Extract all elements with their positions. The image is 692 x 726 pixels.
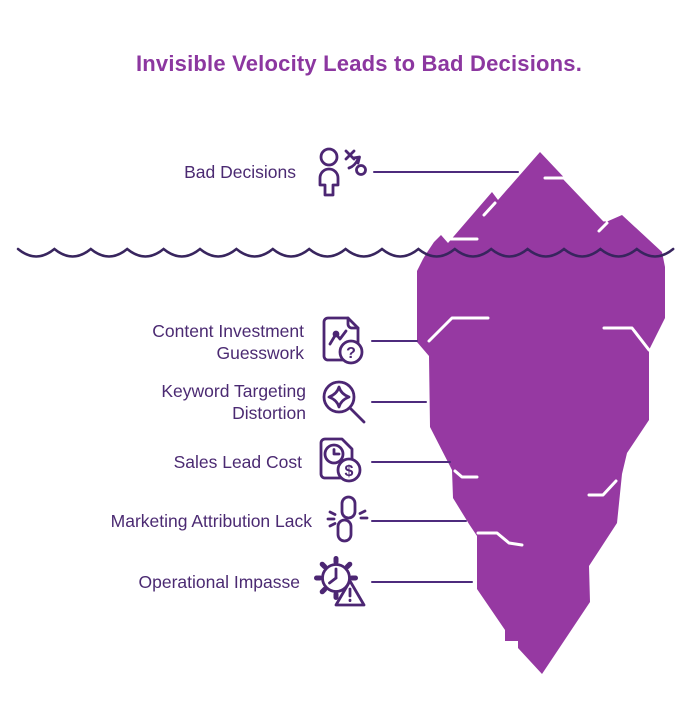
gear-warning-icon xyxy=(314,556,366,607)
item-label: Operational Impasse xyxy=(138,572,300,592)
item-marketing-attribution-lack: Marketing Attribution Lack xyxy=(111,493,370,549)
iceberg-highlight xyxy=(427,316,490,343)
item-label: Bad Decisions xyxy=(184,162,296,182)
person-decision-icon xyxy=(318,147,367,197)
document-clock-dollar-icon: $ xyxy=(319,437,362,483)
item-label: Marketing Attribution Lack xyxy=(110,511,312,531)
svg-text:$: $ xyxy=(345,463,354,480)
item-bad-decisions: Bad Decisions xyxy=(184,145,370,199)
svg-text:?: ? xyxy=(346,345,356,362)
iceberg-highlight xyxy=(482,201,497,217)
page-title: Invisible Velocity Leads to Bad Decision… xyxy=(135,51,583,76)
item-content-investment-guesswork: Content Investment Guesswork ? xyxy=(152,315,370,369)
iceberg-highlight xyxy=(543,176,606,222)
iceberg-shape xyxy=(417,152,665,674)
magnifier-sparkle-icon xyxy=(322,380,366,424)
iceberg-highlight xyxy=(587,479,618,497)
iceberg-highlight xyxy=(597,221,609,233)
item-label: Content Investment Guesswork xyxy=(152,321,304,363)
item-label: Sales Lead Cost xyxy=(173,452,302,472)
document-chart-question-icon: ? xyxy=(322,316,364,365)
iceberg-highlight xyxy=(453,469,479,479)
item-sales-lead-cost: Sales Lead Cost $ xyxy=(174,436,370,488)
waterline xyxy=(16,247,675,258)
item-operational-impasse: Operational Impasse xyxy=(139,554,370,610)
broken-link-icon xyxy=(326,495,369,543)
item-label: Keyword Targeting Distortion xyxy=(161,381,306,423)
item-keyword-targeting-distortion: Keyword Targeting Distortion xyxy=(161,376,370,428)
iceberg-highlight xyxy=(602,326,651,352)
iceberg-highlight xyxy=(476,531,524,547)
